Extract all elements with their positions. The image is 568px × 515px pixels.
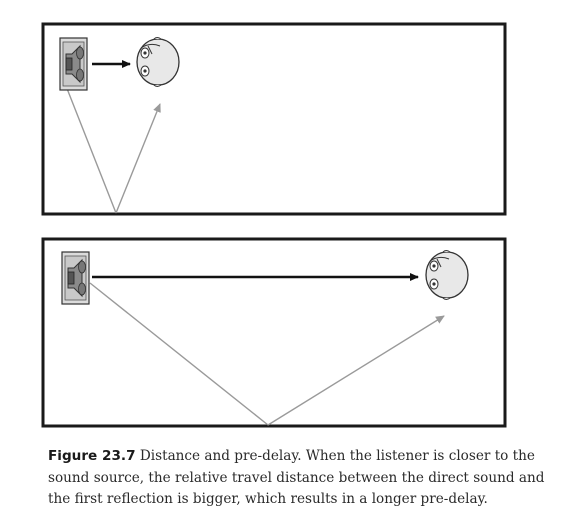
- speaker-icon: [59, 37, 88, 91]
- listener-head-icon: [136, 36, 180, 88]
- figure-diagram: [41, 22, 507, 428]
- figure-label: Figure 23.7: [48, 448, 136, 464]
- listener-head-icon: [425, 249, 469, 301]
- speaker-icon: [61, 251, 90, 305]
- reflection-path: [115, 103, 161, 214]
- reflection-path: [65, 85, 117, 214]
- figure-caption: Figure 23.7 Distance and pre-delay. When…: [48, 446, 548, 511]
- room-outline: [41, 22, 507, 216]
- panel-near-listener: [41, 22, 507, 216]
- reflection-path: [267, 315, 445, 426]
- caption-text: Distance and pre-delay. When the listene…: [48, 448, 545, 507]
- panel-far-listener: [41, 237, 507, 428]
- reflection-path: [89, 282, 269, 426]
